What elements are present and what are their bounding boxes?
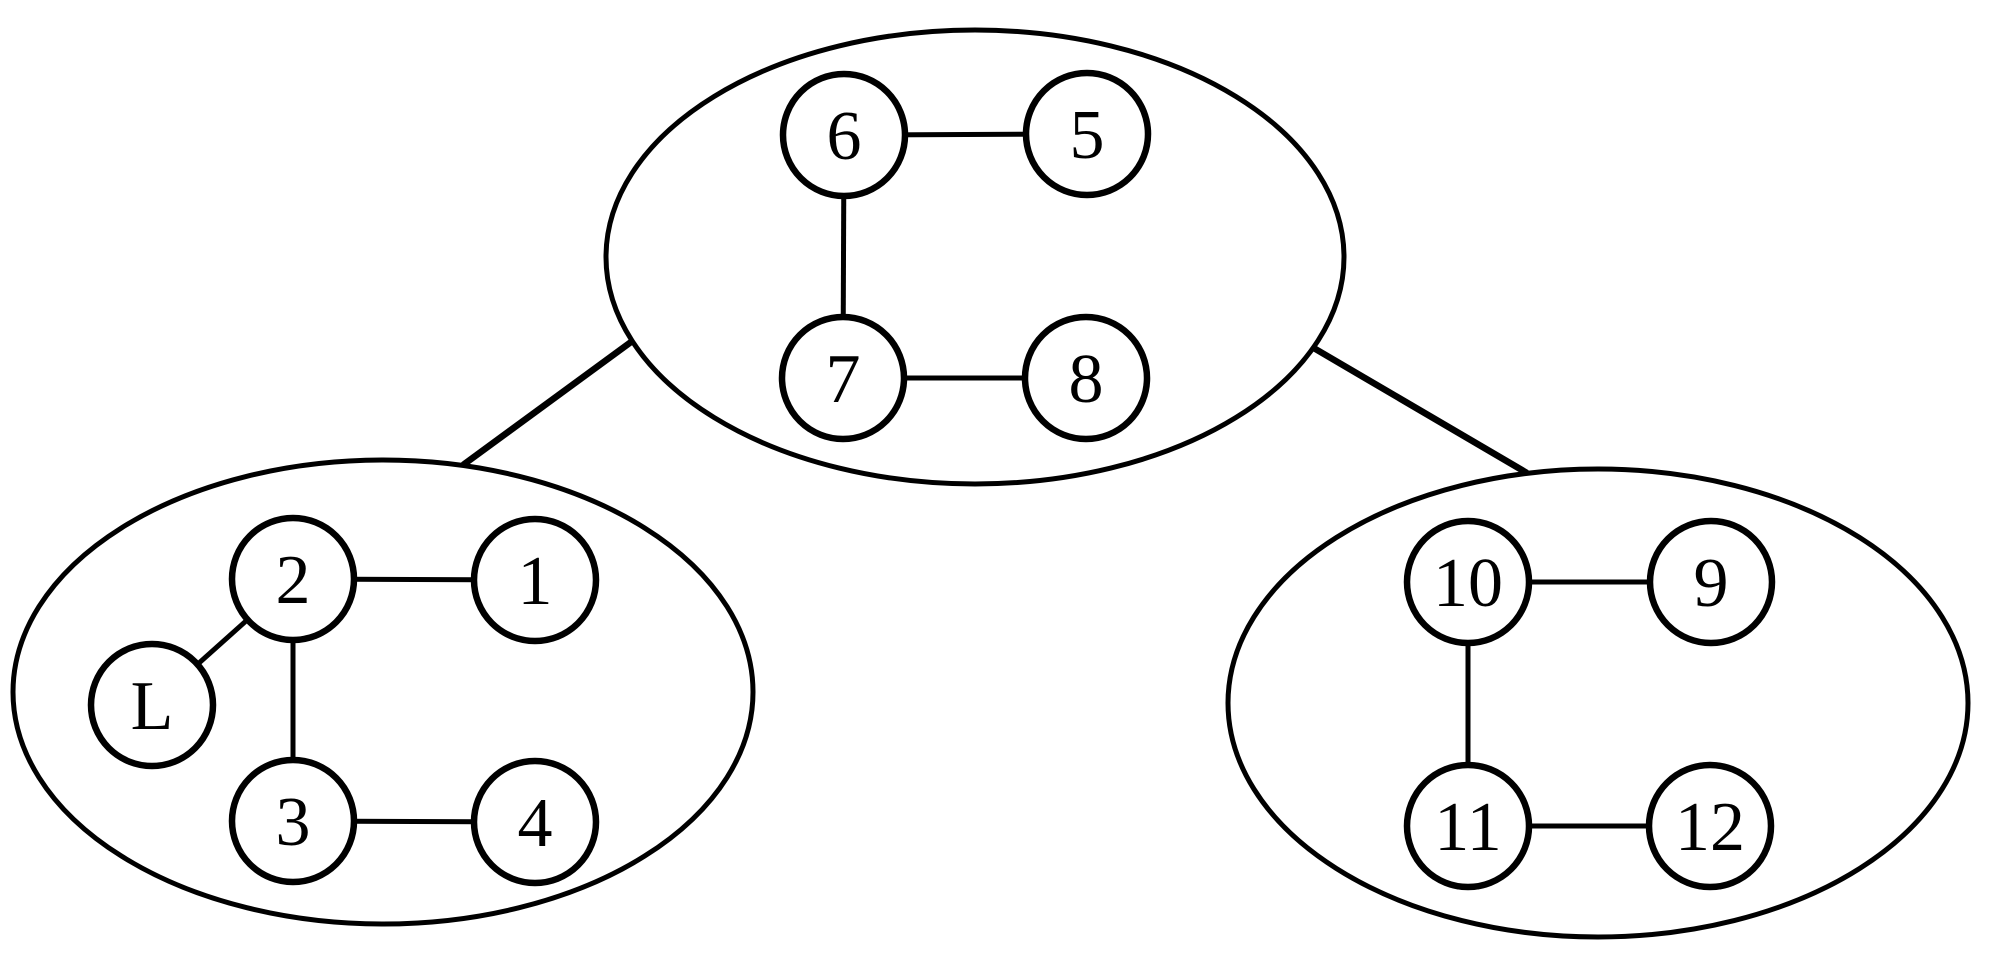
node-9-label: 9 bbox=[1694, 545, 1729, 622]
cluster-ellipse-bottom-left bbox=[10, 457, 756, 927]
node-3-label: 3 bbox=[276, 784, 311, 861]
node-4-circle bbox=[470, 757, 600, 887]
node-8-circle bbox=[1021, 313, 1151, 443]
node-2-circle bbox=[228, 514, 358, 644]
cluster-link-top-bottom-left bbox=[461, 339, 633, 468]
node-12-circle bbox=[1645, 761, 1775, 891]
node-4-label: 4 bbox=[518, 785, 553, 862]
node-12-label: 12 bbox=[1675, 789, 1745, 866]
node-11-label: 11 bbox=[1434, 789, 1501, 866]
node-5-label: 5 bbox=[1070, 97, 1105, 174]
node-L-circle bbox=[87, 640, 217, 770]
node-10-label: 10 bbox=[1433, 545, 1503, 622]
node-9-circle bbox=[1646, 517, 1776, 647]
node-1-circle bbox=[470, 515, 600, 645]
node-7-circle bbox=[778, 313, 908, 443]
node-3-circle bbox=[228, 756, 358, 886]
node-L-label: L bbox=[131, 668, 174, 745]
node-5-circle bbox=[1022, 69, 1152, 199]
node-8-label: 8 bbox=[1069, 341, 1104, 418]
cluster-ellipse-bottom-right bbox=[1225, 466, 1971, 940]
node-10-circle bbox=[1403, 517, 1533, 647]
cluster-link-top-bottom-right bbox=[1310, 344, 1529, 476]
node-6-circle bbox=[779, 70, 909, 200]
node-1-label: 1 bbox=[518, 543, 553, 620]
node-2-label: 2 bbox=[276, 542, 311, 619]
node-11-circle bbox=[1403, 761, 1533, 891]
node-7-label: 7 bbox=[826, 341, 861, 418]
node-6-label: 6 bbox=[827, 98, 862, 175]
cluster-ellipse-top bbox=[603, 27, 1347, 487]
